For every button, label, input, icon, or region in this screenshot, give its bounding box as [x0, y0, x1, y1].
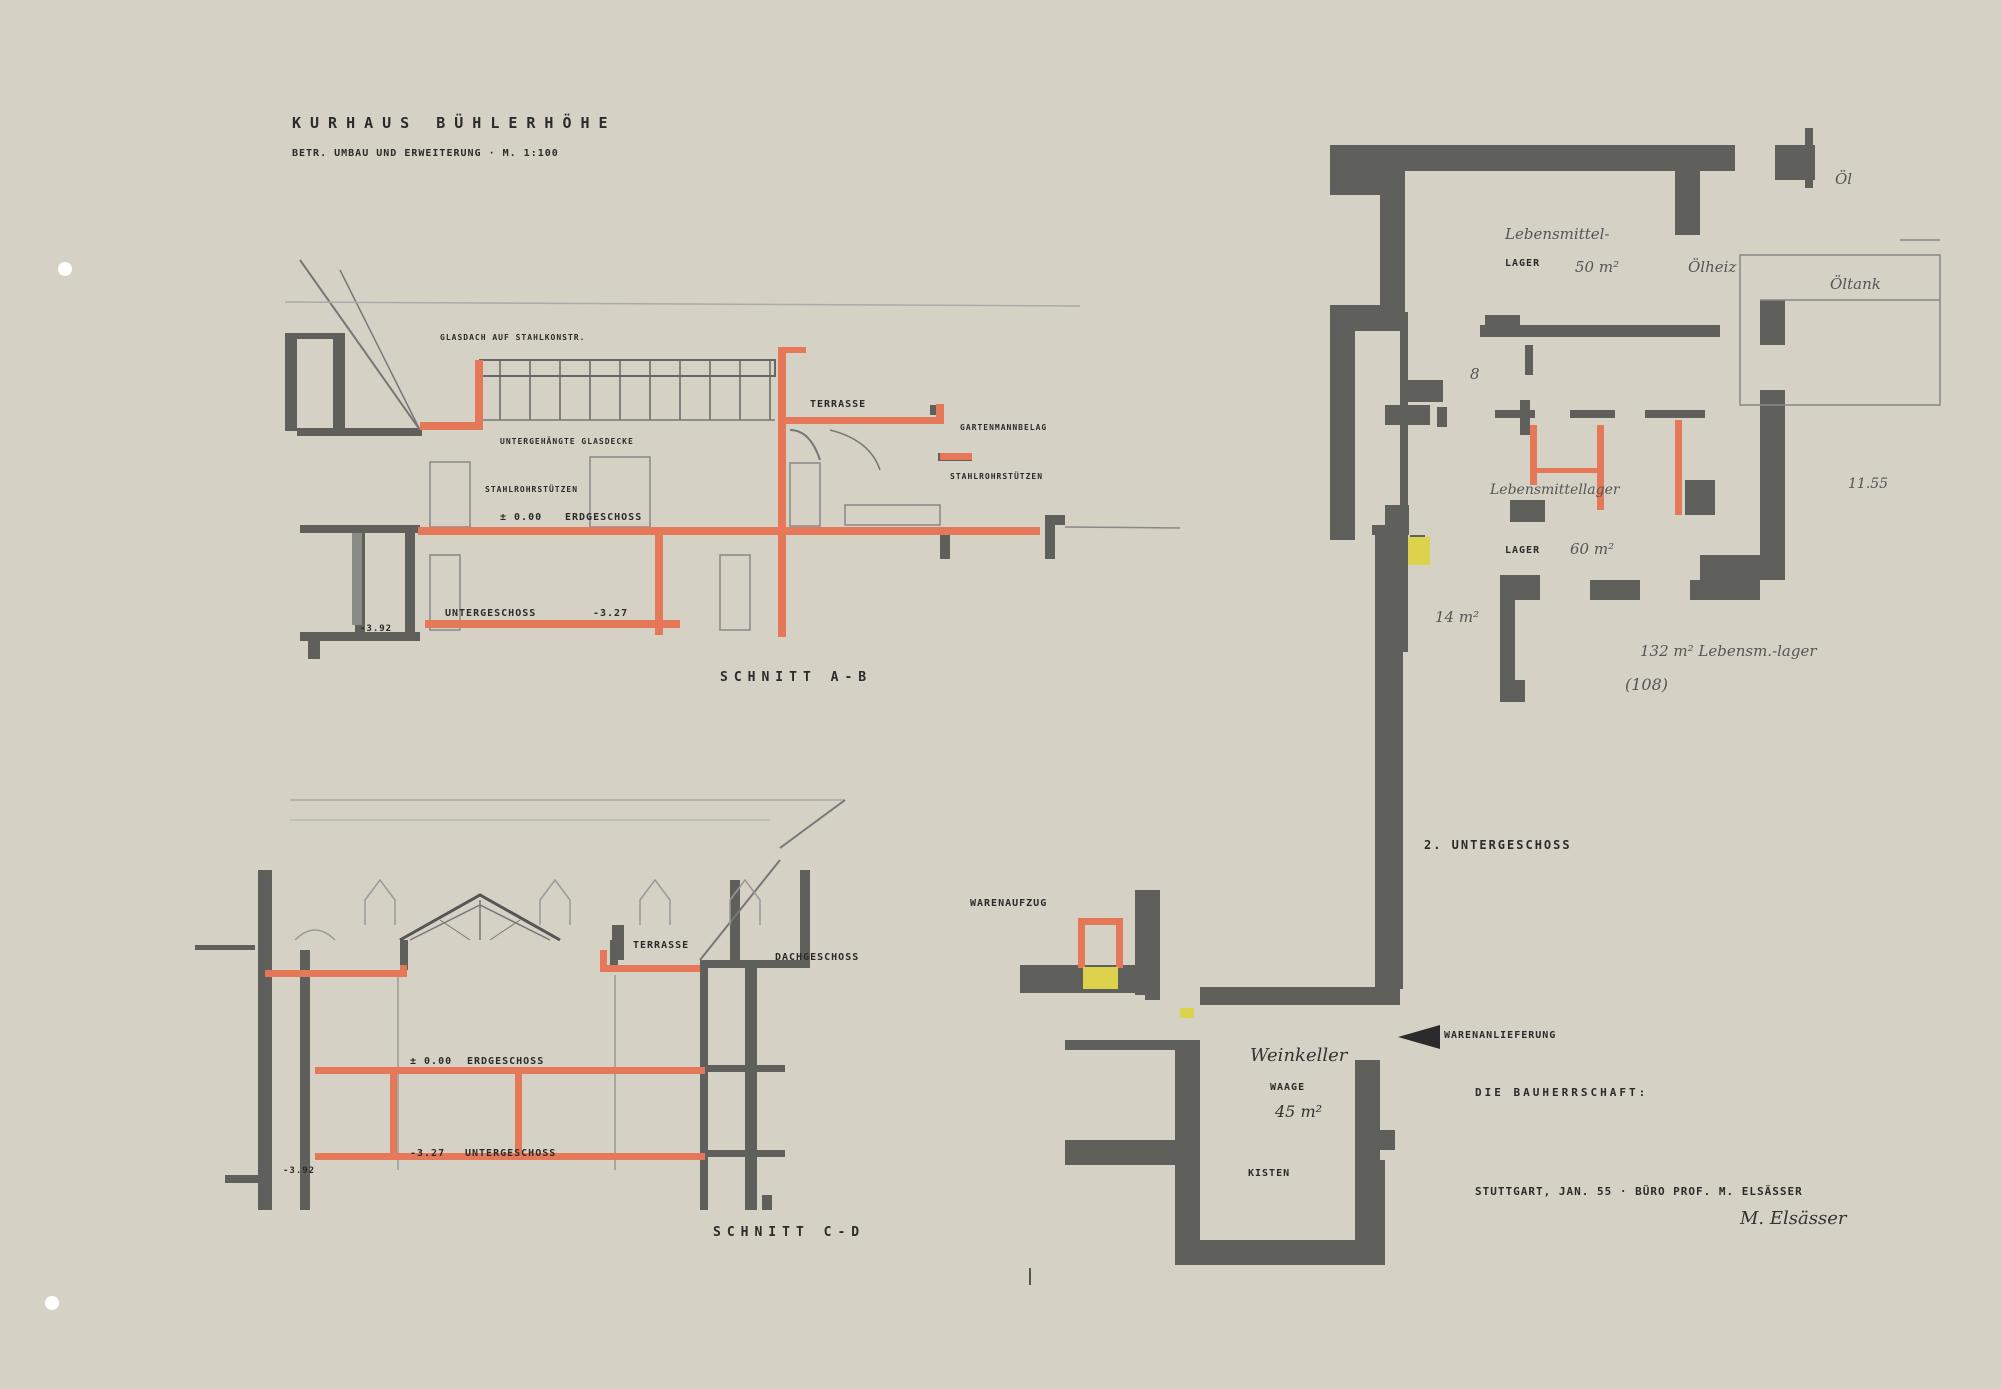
floor-plan-red-and-yellow	[1078, 420, 1682, 1018]
plan-label-lager-1: LAGER	[1505, 258, 1541, 269]
cd-label-dachgeschoss: DACHGESCHOSS	[775, 952, 860, 963]
hand-lebensmittellager: Lebensmittellager	[1490, 482, 1620, 498]
hand-weinkeller: Weinkeller	[1250, 1045, 1348, 1066]
ab-level-392: -3.92	[360, 624, 393, 634]
plan-sketch-outline	[1739, 239, 1941, 406]
client-label: DIE BAUHERRSCHAFT:	[1475, 1086, 1649, 1099]
ab-label-glasdecke: UNTERGEHÄNGTE GLASDECKE	[500, 437, 634, 446]
punch-hole-bottom	[45, 1296, 59, 1310]
punch-hole-top	[58, 262, 72, 276]
section-cd-red-structure	[265, 950, 705, 1160]
ab-label-untergeschoss: UNTERGESCHOSS	[445, 608, 537, 619]
hand-oel-1: Öl	[1835, 170, 1853, 188]
section-ab-caption: SCHNITT A-B	[720, 670, 873, 685]
ab-label-stahlrohr-2: STAHLROHRSTÜTZEN	[950, 472, 1044, 481]
ab-label-glasdach: GLASDACH AUF STAHLKONSTR.	[440, 333, 586, 342]
cd-level-327: -3.27	[410, 1148, 446, 1159]
cd-level-0: ± 0.00	[410, 1056, 453, 1067]
cd-label-terrasse: TERRASSE	[633, 940, 690, 951]
cd-label-untergeschoss: UNTERGESCHOSS	[465, 1148, 557, 1159]
hand-oel-2: Ölheiz	[1688, 258, 1737, 276]
ab-level-0: ± 0.00	[500, 512, 543, 523]
drawing-title: KURHAUS BÜHLERHÖHE	[292, 114, 617, 132]
plan-label-waage: WAAGE	[1270, 1082, 1306, 1093]
plan-label-warenanlieferung: WARENANLIEFERUNG	[1444, 1030, 1557, 1041]
ab-label-erdgeschoss: ERDGESCHOSS	[565, 512, 643, 523]
hand-14: 14 m²	[1435, 608, 1480, 626]
section-cd-caption: SCHNITT C-D	[713, 1225, 866, 1240]
hand-1155: 11.55	[1848, 476, 1889, 492]
hand-oel-3: Öltank	[1830, 275, 1881, 293]
signature: M. Elsässer	[1740, 1208, 1847, 1229]
hand-108: (108)	[1625, 675, 1669, 694]
hand-45: 45 m²	[1275, 1102, 1323, 1121]
plan-label-lager-2: LAGER	[1505, 545, 1541, 556]
cd-label-erdgeschoss: ERDGESCHOSS	[467, 1056, 545, 1067]
drawing-subtitle: BETR. UMBAU UND ERWEITERUNG · M. 1:100	[292, 148, 559, 159]
floor-plan-drawing	[1020, 128, 1815, 1265]
hand-60: 60 m²	[1570, 540, 1615, 558]
ab-label-gartenmann: GARTENMANNBELAG	[960, 423, 1048, 432]
section-cd-drawing	[195, 799, 846, 1210]
hand-lebensmittel: Lebensmittel-	[1505, 225, 1610, 243]
hand-8: 8	[1470, 365, 1480, 383]
section-ab-drawing	[284, 259, 1181, 659]
cd-level-392: -3.92	[283, 1166, 316, 1176]
section-ab-red-structure	[418, 347, 1040, 637]
office-label: STUTTGART, JAN. 55 · BÜRO PROF. M. ELSÄS…	[1475, 1185, 1803, 1198]
ab-label-terrasse: TERRASSE	[810, 399, 867, 410]
hand-50: 50 m²	[1575, 258, 1620, 276]
delivery-arrow	[1398, 1025, 1440, 1049]
ab-label-stahlrohr-1: STAHLROHRSTÜTZEN	[485, 485, 579, 494]
plan-label-kisten: KISTEN	[1248, 1168, 1291, 1179]
plan-label-warenaufzug: WARENAUFZUG	[970, 898, 1048, 909]
hand-132: 132 m² Lebensm.-lager	[1640, 642, 1817, 660]
plan-floor-label: 2. UNTERGESCHOSS	[1424, 838, 1572, 852]
ab-level-327: -3.27	[593, 608, 629, 619]
